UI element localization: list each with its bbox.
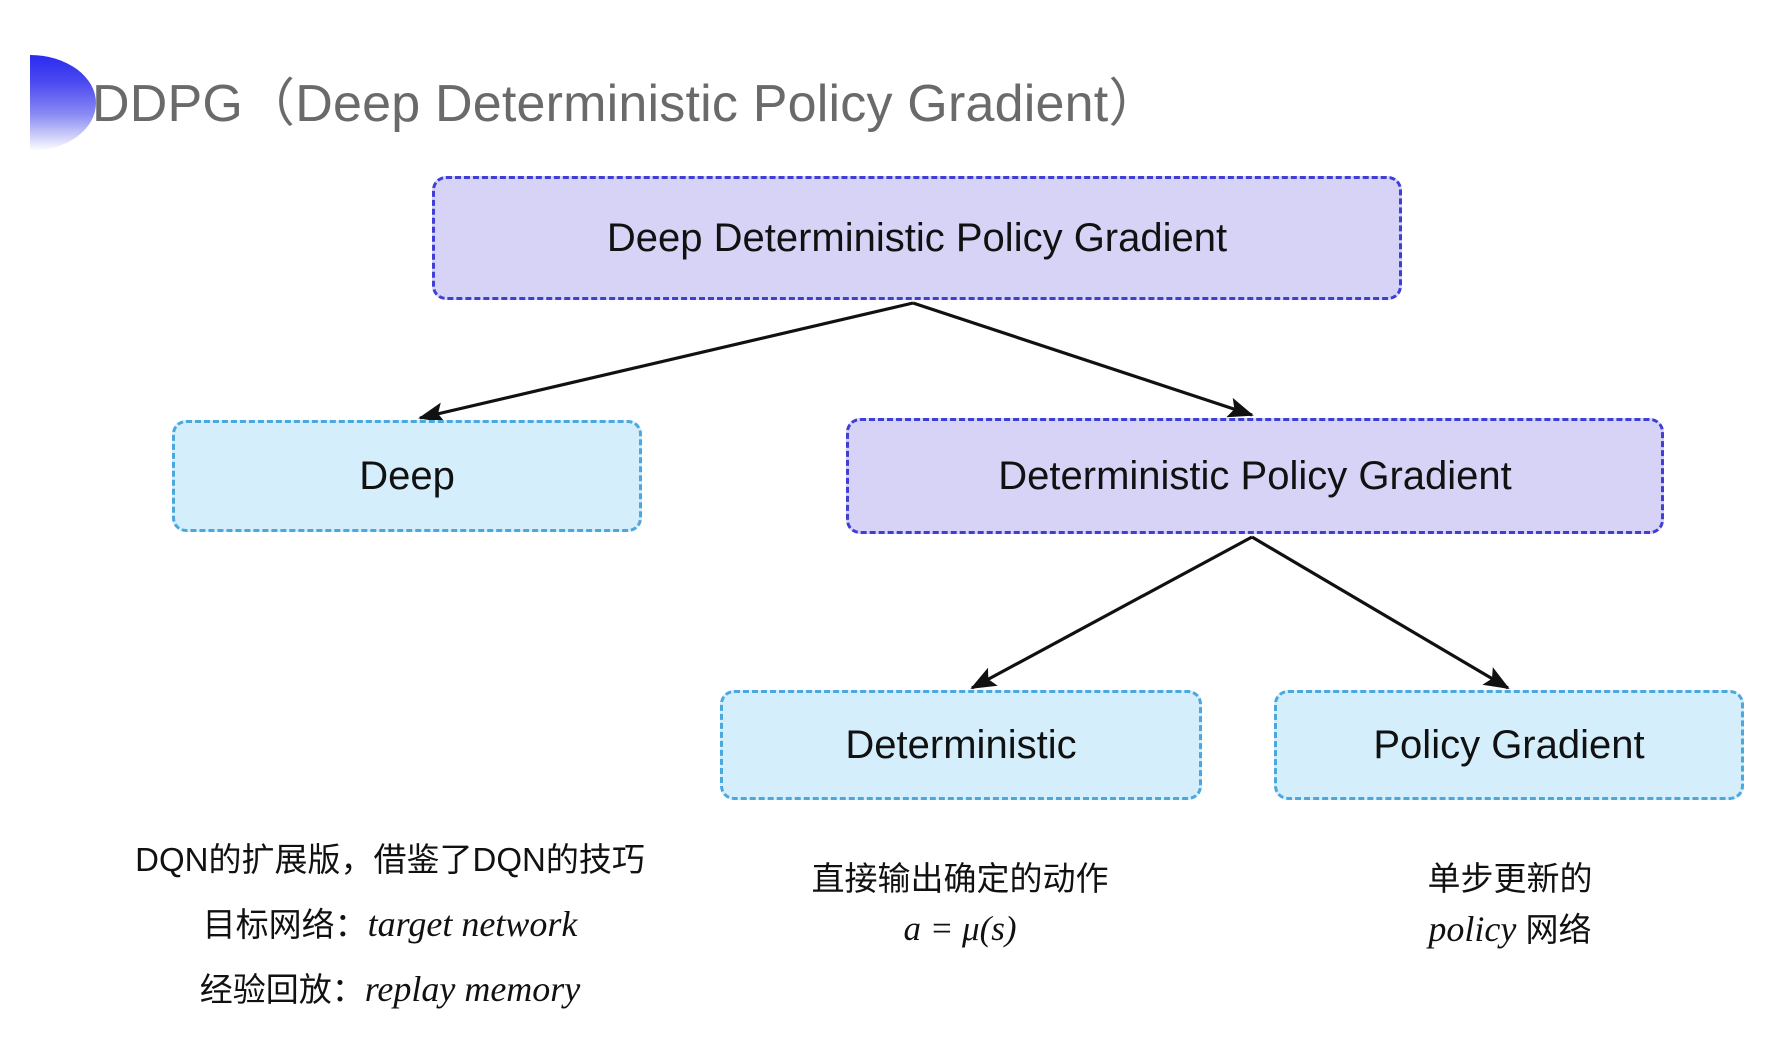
annotation-deep-line-2-label: 目标网络： xyxy=(202,906,368,943)
node-deep[interactable]: Deep xyxy=(172,420,642,532)
edge-root-to-deep xyxy=(418,301,914,423)
annotation-policy-gradient-line-2: policy 网络 xyxy=(1330,904,1690,955)
annotation-deterministic-line-1: 直接输出确定的动作 xyxy=(811,860,1109,897)
annotation-policy-gradient: 单步更新的 policy 网络 xyxy=(1330,854,1690,955)
edge-root-to-dpg xyxy=(912,301,1254,418)
node-deep-deterministic-policy-gradient[interactable]: Deep Deterministic Policy Gradient xyxy=(432,176,1402,300)
annotation-deterministic-formula: a = μ(s) xyxy=(903,909,1017,948)
node-deterministic-policy-gradient[interactable]: Deterministic Policy Gradient xyxy=(846,418,1664,534)
node-label: Policy Gradient xyxy=(1373,722,1645,767)
annotation-deep-line-1: DQN的扩展版，借鉴了DQN的技巧 xyxy=(135,841,645,878)
annotation-deep: DQN的扩展版，借鉴了DQN的技巧 目标网络：target network 经验… xyxy=(60,828,720,1022)
annotation-deep-line-2-term: target network xyxy=(367,904,578,944)
node-label: Deterministic Policy Gradient xyxy=(998,453,1512,498)
annotation-deep-line-3: 经验回放：replay memory xyxy=(60,957,720,1022)
edge-dpg-to-deterministic xyxy=(970,535,1253,690)
node-deterministic[interactable]: Deterministic xyxy=(720,690,1202,800)
node-policy-gradient[interactable]: Policy Gradient xyxy=(1274,690,1744,800)
node-label: Deep Deterministic Policy Gradient xyxy=(606,215,1228,260)
node-label: Deterministic xyxy=(845,722,1077,767)
annotation-policy-gradient-line-1: 单步更新的 xyxy=(1427,860,1593,897)
page-title: DDPG（Deep Deterministic Policy Gradient） xyxy=(92,75,1161,133)
node-label: Deep xyxy=(359,453,455,498)
annotation-deep-line-3-label: 经验回放： xyxy=(199,971,365,1008)
annotation-policy-gradient-suffix: 网络 xyxy=(1516,911,1592,948)
annotation-deterministic: 直接输出确定的动作 a = μ(s) xyxy=(760,854,1160,954)
annotation-deep-line-2: 目标网络：target network xyxy=(60,892,720,957)
annotation-deep-line-3-term: replay memory xyxy=(364,969,581,1009)
edge-dpg-to-policy-gradient xyxy=(1251,535,1510,690)
title-bullet-icon xyxy=(30,55,96,151)
annotation-policy-gradient-term: policy xyxy=(1428,909,1517,949)
